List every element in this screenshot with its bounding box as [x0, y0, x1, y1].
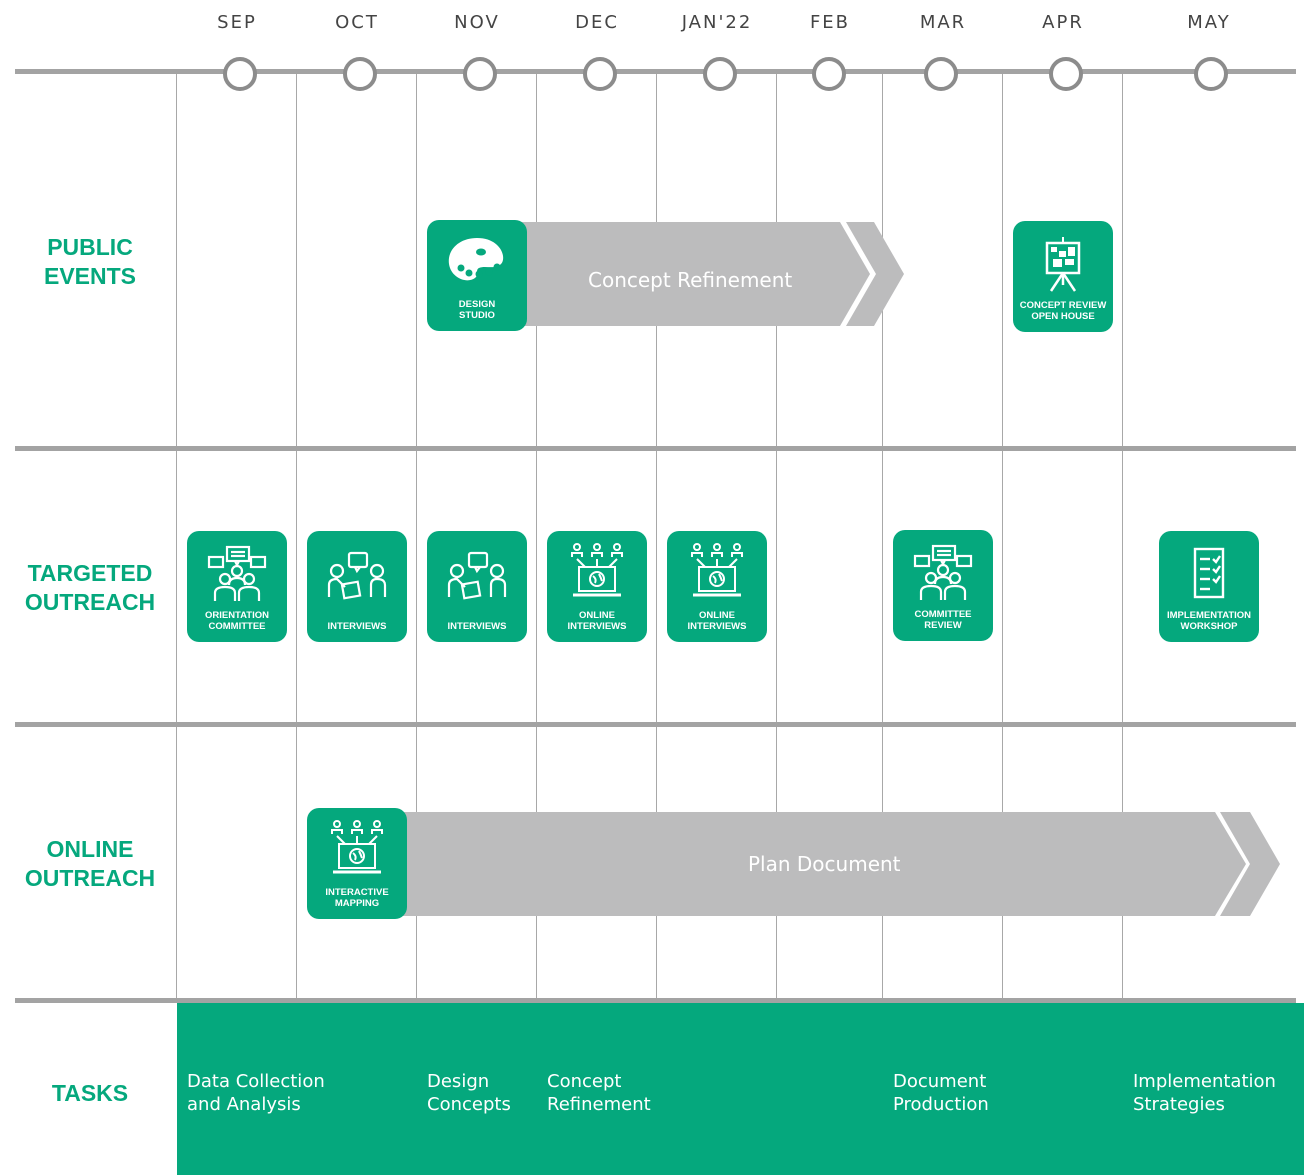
timeline-node: [463, 57, 497, 91]
plan-document-arrow: [380, 812, 1280, 916]
card-label: INTERVIEWS: [447, 621, 507, 632]
grid-line: [1002, 70, 1003, 1000]
grid-line: [176, 70, 177, 1000]
group-meeting-icon: [187, 545, 287, 605]
interviews-card: INTERVIEWS: [427, 531, 527, 642]
month-label: FEB: [809, 12, 851, 33]
concept-refinement-label: Concept Refinement: [588, 268, 793, 292]
month-label: DEC: [575, 12, 619, 33]
group-meeting-icon: [893, 544, 993, 604]
month-label: APR: [1042, 12, 1084, 33]
timeline-node: [343, 57, 377, 91]
month-label: SEP: [217, 12, 257, 33]
timeline-node: [812, 57, 846, 91]
interviews-card: INTERVIEWS: [307, 531, 407, 642]
laptop-globe-icon: [307, 818, 407, 878]
tasks-band: [177, 1003, 1304, 1175]
row-divider: [15, 446, 1296, 451]
timeline-node: [703, 57, 737, 91]
grid-line: [536, 70, 537, 1000]
grid-line: [656, 70, 657, 1000]
conversation-icon: [427, 545, 527, 605]
laptop-globe-icon: [547, 541, 647, 601]
plan-document-label: Plan Document: [748, 852, 901, 876]
concept-refinement-arrow: [500, 222, 904, 326]
grid-line: [416, 70, 417, 1000]
month-label: NOV: [454, 12, 500, 33]
grid-line: [882, 70, 883, 1000]
timeline-node: [924, 57, 958, 91]
conversation-icon: [307, 545, 407, 605]
laptop-globe-icon: [667, 541, 767, 601]
timeline-node: [1049, 57, 1083, 91]
timeline-node: [583, 57, 617, 91]
checklist-icon: [1159, 545, 1259, 605]
row-divider: [15, 998, 1296, 1003]
month-label: MAY: [1187, 12, 1231, 33]
grid-line: [296, 70, 297, 1000]
card-label: INTERVIEWS: [327, 621, 387, 632]
palette-icon: [427, 234, 527, 294]
presentation-board-icon: [1013, 235, 1113, 295]
grid-line: [776, 70, 777, 1000]
grid-line: [1122, 70, 1123, 1000]
month-label: MAR: [919, 12, 967, 33]
timeline-node: [1194, 57, 1228, 91]
month-label: OCT: [335, 12, 379, 33]
timeline-node: [223, 57, 257, 91]
month-label: JAN'22: [681, 12, 753, 33]
row-divider: [15, 722, 1296, 727]
timeline-axis: [15, 69, 1296, 74]
row-label-tasks: TASKS: [51, 1080, 129, 1106]
